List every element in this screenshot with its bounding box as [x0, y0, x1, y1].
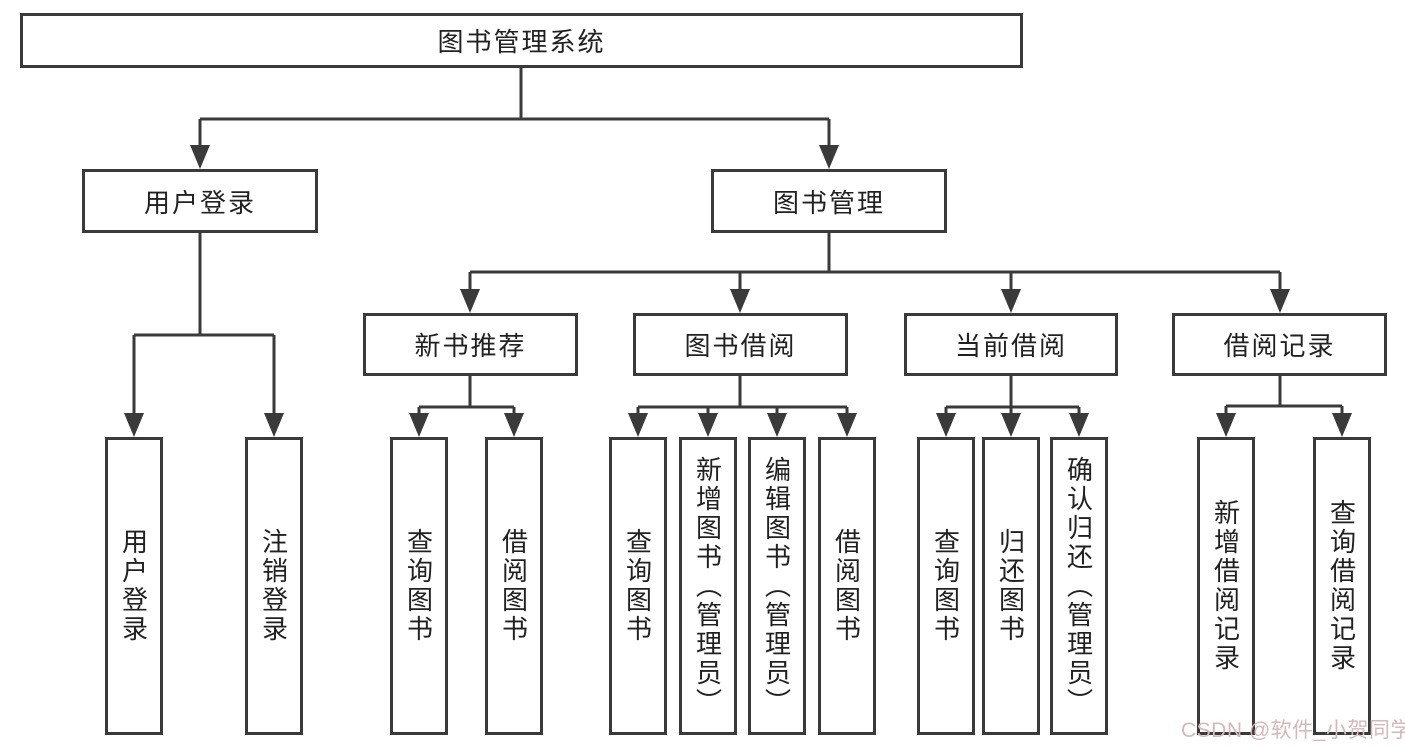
- connector-new-book-to-leaves: [417, 376, 516, 414]
- arrowhead-icon: [190, 145, 210, 169]
- leaf-logout: 注销登录: [245, 437, 303, 735]
- connector-book-management-to-level3: [468, 233, 1282, 291]
- arrowhead-icon: [1069, 413, 1089, 437]
- arrowhead-icon: [936, 413, 956, 437]
- arrowhead-icon: [698, 413, 718, 437]
- leaf-return-books: 归还图书: [982, 437, 1040, 735]
- leaf-add-borrow-record: 新增借阅记录: [1197, 437, 1255, 735]
- leaf-query-books-current: 查询图书: [917, 437, 975, 735]
- leaf-user-login: 用户登录: [105, 437, 163, 735]
- leaf-add-book-admin: 新增图书（管理员）: [679, 437, 737, 735]
- node-user-login: 用户登录: [82, 169, 318, 233]
- connector-current-borrowing-to-leaves: [944, 376, 1081, 414]
- leaf-borrow-books-recommend: 借阅图书: [485, 437, 543, 735]
- node-new-book-recommendation: 新书推荐: [363, 313, 578, 376]
- arrowhead-icon: [264, 413, 284, 437]
- leaf-query-borrow-record: 查询借阅记录: [1313, 437, 1371, 735]
- node-current-borrowing: 当前借阅: [904, 313, 1118, 376]
- node-book-borrowing: 图书借阅: [633, 313, 848, 376]
- leaf-query-books-borrowing: 查询图书: [609, 437, 667, 735]
- node-book-management: 图书管理: [711, 169, 947, 233]
- leaf-confirm-return-admin: 确认归还（管理员）: [1050, 437, 1108, 735]
- arrowhead-icon: [1001, 413, 1021, 437]
- arrowhead-icon: [124, 413, 144, 437]
- root-node-library-system: 图书管理系统: [20, 13, 1023, 68]
- node-borrowing-records: 借阅记录: [1172, 313, 1387, 376]
- connector-user-login-to-leaves: [132, 233, 276, 414]
- arrowhead-icon: [730, 289, 750, 313]
- arrowhead-icon: [1001, 289, 1021, 313]
- connector-borrowing-records-to-leaves: [1224, 376, 1344, 414]
- arrowhead-icon: [504, 413, 524, 437]
- csdn-watermark: CSDN @软件_小贺同学: [1181, 719, 1405, 742]
- arrowhead-icon: [837, 413, 857, 437]
- arrowhead-icon: [1332, 413, 1352, 437]
- arrowhead-icon: [628, 413, 648, 437]
- connector-book-borrowing-to-leaves: [636, 376, 849, 414]
- leaf-borrow-books-borrowing: 借阅图书: [818, 437, 876, 735]
- arrowhead-icon: [1270, 289, 1290, 313]
- arrowhead-icon: [1216, 413, 1236, 437]
- leaf-query-books-recommend: 查询图书: [390, 437, 448, 735]
- arrowhead-icon: [819, 145, 839, 169]
- arrowhead-icon: [460, 289, 480, 313]
- connector-root-to-level2: [198, 68, 831, 148]
- arrowhead-icon: [767, 413, 787, 437]
- leaf-edit-book-admin: 编辑图书（管理员）: [748, 437, 806, 735]
- arrowhead-icon: [409, 413, 429, 437]
